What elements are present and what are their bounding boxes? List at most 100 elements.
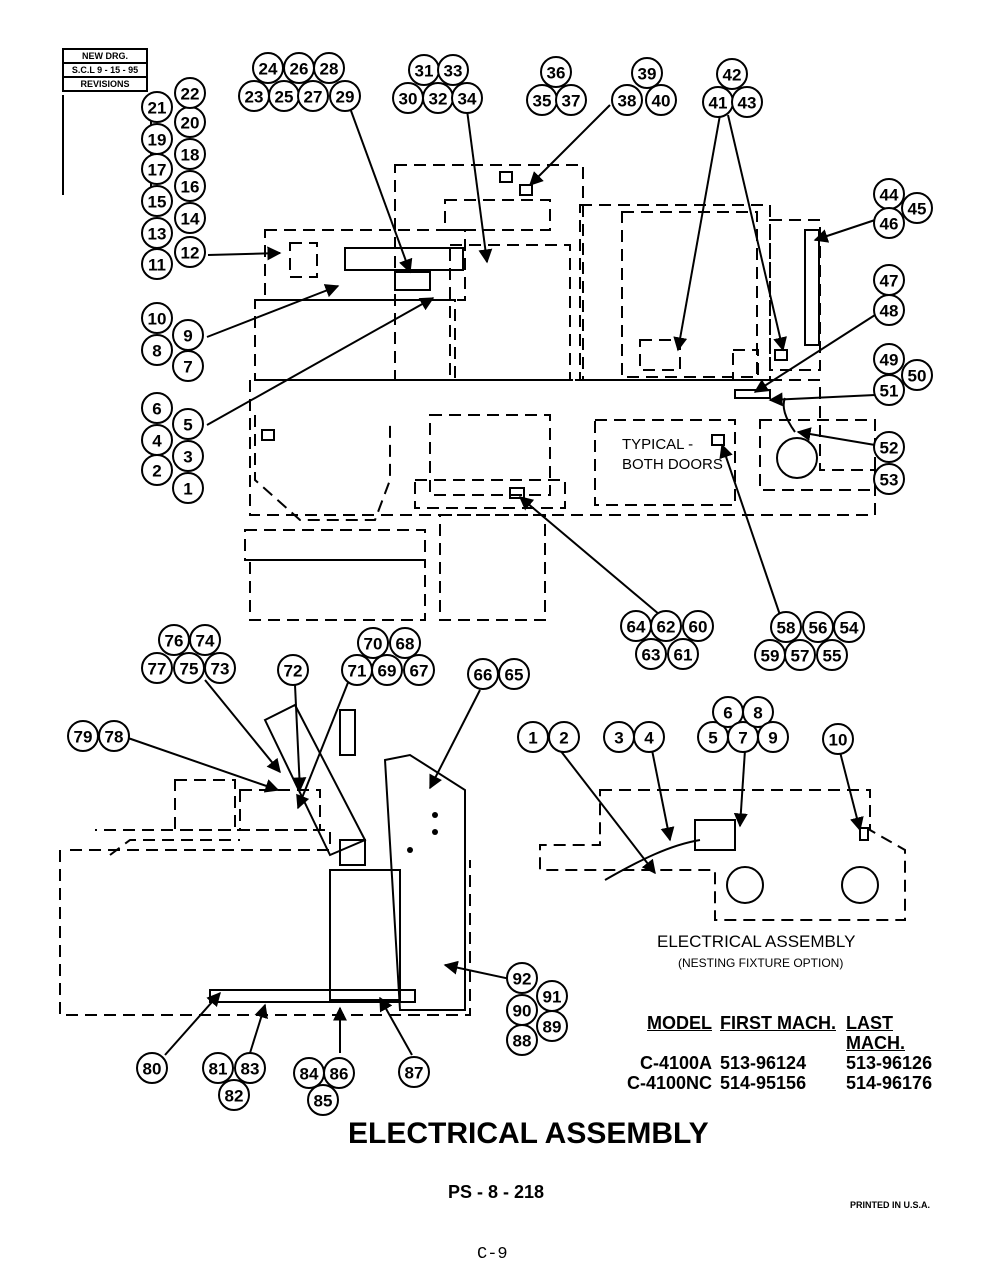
callout-label: 45 (908, 200, 927, 219)
callout-label: 14 (181, 210, 200, 229)
callout-9: 9 (172, 319, 204, 351)
callout-label: 3 (183, 448, 192, 467)
callout-label: 42 (723, 66, 742, 85)
callout-23: 23 (238, 80, 270, 112)
callout-29: 29 (329, 80, 361, 112)
callout-63: 63 (635, 638, 667, 670)
callout-label: 34 (458, 90, 477, 109)
callout-label: 30 (399, 90, 418, 109)
callout-label: 62 (657, 618, 676, 637)
callout-label: 76 (165, 632, 184, 651)
model-table-header: MODEL FIRST MACH. LAST MACH. (620, 1013, 956, 1053)
callout-label: 5 (183, 416, 192, 435)
part-code: PS - 8 - 218 (448, 1182, 544, 1202)
callout-label: 17 (148, 161, 167, 180)
callout-label: 39 (638, 65, 657, 84)
callout-label: 85 (314, 1092, 333, 1111)
callout-label: 66 (474, 666, 493, 685)
callout-label: 23 (245, 88, 264, 107)
callout-71: 71 (341, 654, 373, 686)
callout-92: 92 (506, 962, 538, 994)
callout-label: 21 (148, 99, 167, 118)
callout-15: 15 (141, 185, 173, 217)
inset-callout-label: 5 (708, 729, 717, 748)
inset-title: ELECTRICAL ASSEMBLY (657, 932, 855, 951)
callout-label: 54 (840, 619, 859, 638)
header-first: FIRST MACH. (720, 1013, 836, 1033)
callout-22: 22 (174, 77, 206, 109)
inset-callout-3: 3 (603, 721, 635, 753)
inset-callout-label: 9 (768, 729, 777, 748)
callout-32: 32 (422, 82, 454, 114)
inset-outline (539, 789, 906, 921)
callout-label: 79 (74, 728, 93, 747)
callout-label: 56 (809, 619, 828, 638)
inset-callout-10: 10 (822, 723, 854, 755)
callout-80: 80 (136, 1052, 168, 1084)
row-first: 514-95156 (720, 1073, 807, 1093)
callout-label: 89 (543, 1018, 562, 1037)
revision-line-1: NEW DRG. (64, 50, 146, 64)
callout-label: 51 (880, 382, 899, 401)
callout-label: 86 (330, 1065, 349, 1084)
callout-label: 44 (880, 186, 899, 205)
callout-74: 74 (189, 624, 221, 656)
callout-73: 73 (204, 652, 236, 684)
callout-label: 12 (181, 244, 200, 263)
callout-88: 88 (506, 1024, 538, 1056)
revision-line-3: REVISIONS (80, 79, 130, 89)
callout-label: 25 (275, 88, 294, 107)
callout-68: 68 (389, 627, 421, 659)
callout-27: 27 (297, 80, 329, 112)
callout-label: 40 (652, 92, 671, 111)
callout-label: 75 (180, 660, 199, 679)
inset-callout-label: 7 (738, 729, 747, 748)
callout-79: 79 (67, 720, 99, 752)
callout-10: 10 (141, 302, 173, 334)
callout-label: 18 (181, 146, 200, 165)
callout-label: 78 (105, 728, 124, 747)
callout-label: 73 (211, 660, 230, 679)
callout-label: 20 (181, 114, 200, 133)
callout-81: 81 (202, 1052, 234, 1084)
callout-label: 7 (183, 358, 192, 377)
inset-callout-8: 8 (742, 696, 774, 728)
callout-43: 43 (731, 86, 763, 118)
callout-83: 83 (234, 1052, 266, 1084)
callout-label: 33 (444, 62, 463, 81)
callout-64: 64 (620, 610, 652, 642)
callout-label: 50 (908, 367, 927, 386)
callout-49: 49 (873, 343, 905, 375)
callout-label: 15 (148, 193, 167, 212)
callout-3: 3 (172, 440, 204, 472)
callout-label: 91 (543, 988, 562, 1007)
callout-57: 57 (784, 639, 816, 671)
callout-label: 24 (259, 60, 278, 79)
callout-56: 56 (802, 611, 834, 643)
callout-67: 67 (403, 654, 435, 686)
callout-label: 27 (304, 88, 323, 107)
callout-label: 59 (761, 647, 780, 666)
callout-12: 12 (174, 236, 206, 268)
lower-machine-outline (59, 703, 471, 1016)
callout-72: 72 (277, 654, 309, 686)
callout-label: 52 (880, 439, 899, 458)
callout-label: 48 (880, 302, 899, 321)
callout-label: 49 (880, 351, 899, 370)
callout-label: 92 (513, 970, 532, 989)
callout-label: 63 (642, 646, 661, 665)
callout-1: 1 (172, 472, 204, 504)
inset-callout-1: 1 (517, 721, 549, 753)
inset-callout-label: 4 (644, 729, 654, 748)
callout-label: 87 (405, 1064, 424, 1083)
callout-label: 35 (533, 92, 552, 111)
callout-label: 9 (183, 327, 192, 346)
callout-label: 81 (209, 1060, 228, 1079)
callout-24: 24 (252, 52, 284, 84)
callout-label: 38 (618, 92, 637, 111)
callout-75: 75 (173, 652, 205, 684)
leader-lines (127, 104, 876, 1056)
callout-91: 91 (536, 980, 568, 1012)
callout-label: 74 (196, 632, 215, 651)
